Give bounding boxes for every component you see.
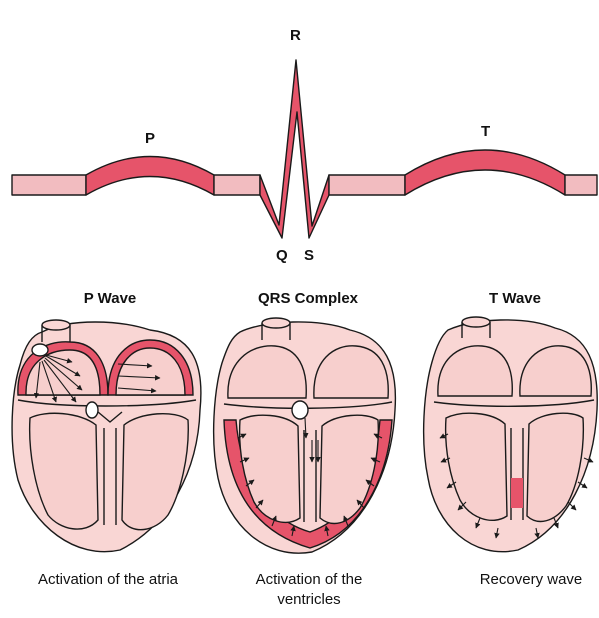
av-node — [292, 401, 308, 419]
aorta-opening — [262, 318, 290, 328]
qrs-complex-segment — [260, 60, 329, 238]
t-label: T — [481, 123, 490, 140]
right-ventricle — [122, 414, 188, 530]
aorta-opening — [462, 317, 490, 327]
r-label: R — [290, 27, 301, 44]
p-label: P — [145, 130, 155, 147]
p-wave-title: P Wave — [84, 290, 137, 307]
right-ventricle — [320, 415, 378, 523]
caption-qrs-line1: Activation of the — [256, 571, 363, 588]
qrs-complex-title: QRS Complex — [258, 290, 359, 307]
caption-t-wave: Recovery wave — [480, 571, 583, 588]
heart-t-wave — [424, 317, 598, 552]
p-wave-segment — [86, 157, 214, 196]
ecg-trace — [12, 60, 597, 238]
septum-recovery-zone — [511, 478, 523, 508]
sa-node — [32, 344, 48, 356]
baseline-segment — [329, 175, 405, 195]
baseline-segment — [12, 175, 86, 195]
baseline-segment — [565, 175, 597, 195]
heart-p-wave — [12, 320, 201, 552]
caption-qrs-line2: ventricles — [277, 591, 340, 608]
av-node — [86, 402, 98, 418]
t-wave-segment — [405, 150, 565, 195]
baseline-segment — [214, 175, 260, 195]
caption-p-wave: Activation of the atria — [38, 571, 179, 588]
right-ventricle — [527, 413, 583, 521]
q-label: Q — [276, 247, 288, 264]
s-label: S — [304, 247, 314, 264]
aorta-opening — [42, 320, 70, 330]
heart-qrs-complex — [214, 318, 396, 553]
t-wave-title: T Wave — [489, 290, 541, 307]
